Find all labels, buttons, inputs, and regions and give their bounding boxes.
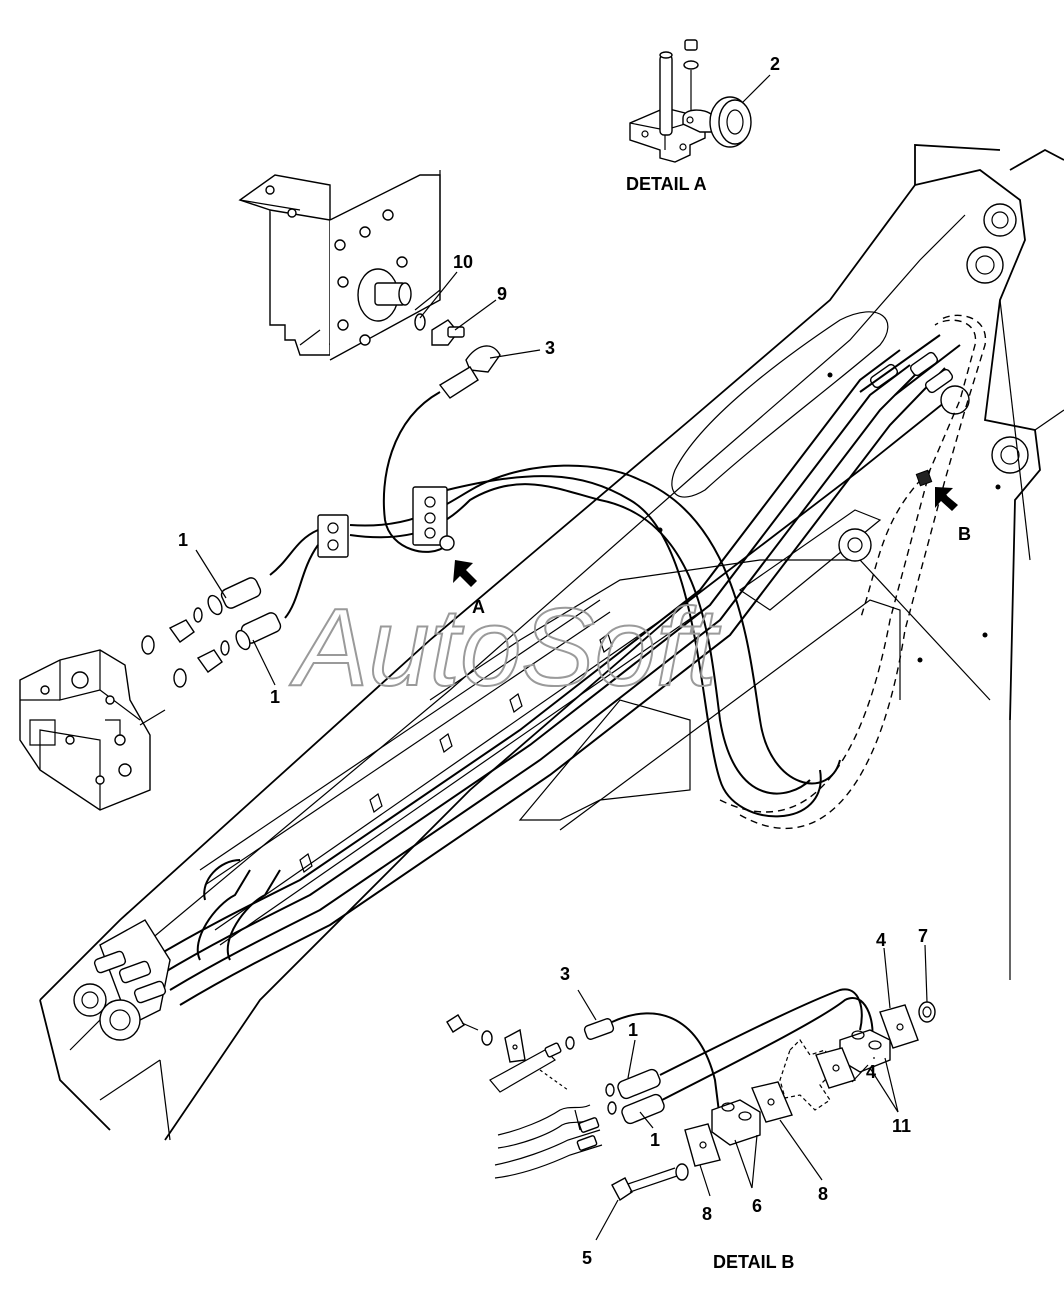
view-arrow-a <box>453 560 477 587</box>
detail-a-drawing <box>629 39 771 163</box>
view-label-a: A <box>472 597 485 617</box>
detail-b-callout-4-bottom: 4 <box>866 1062 876 1082</box>
detail-b-callout-3: 3 <box>560 964 570 984</box>
detail-b-callout-11: 11 <box>892 1116 911 1136</box>
detail-b-callout-6: 6 <box>752 1196 762 1216</box>
left-hoses <box>141 529 319 688</box>
control-valve <box>19 649 166 811</box>
callout-1-lower: 1 <box>270 687 280 707</box>
view-arrow-b <box>935 487 958 511</box>
detail-b-callout-1-lower: 1 <box>650 1130 660 1150</box>
watermark-text: AutoSoft <box>289 586 721 709</box>
main-hose-loop <box>349 314 987 830</box>
boom-end-couplers <box>73 919 171 1041</box>
callout-9: 9 <box>497 284 507 304</box>
pipe-clips <box>299 633 613 873</box>
view-label-b: B <box>958 524 971 544</box>
detail-b-callout-4-top: 4 <box>876 930 886 950</box>
backhoe-boom-outline <box>39 144 1064 1141</box>
main-leader-lines <box>195 271 541 686</box>
callout-3: 3 <box>545 338 555 358</box>
callout-2: 2 <box>770 54 780 74</box>
detail-b-callout-8-left: 8 <box>702 1204 712 1224</box>
detail-b-callout-5: 5 <box>582 1248 592 1268</box>
hose-clamps <box>317 486 455 558</box>
pump-fittings <box>382 313 501 553</box>
upper-hose-couplers <box>859 334 961 487</box>
detail-b-callout-1-upper: 1 <box>628 1020 638 1040</box>
detail-b-title: DETAIL B <box>713 1252 794 1272</box>
boom-pipes <box>149 349 946 1006</box>
detail-a-title: DETAIL A <box>626 174 707 194</box>
callout-10: 10 <box>453 252 473 272</box>
detail-b-callout-7: 7 <box>918 926 928 946</box>
callout-1-upper: 1 <box>178 530 188 550</box>
detail-b-callout-8-right: 8 <box>818 1184 828 1204</box>
pump-bracket <box>238 170 441 361</box>
detail-b-drawing <box>446 944 936 1241</box>
